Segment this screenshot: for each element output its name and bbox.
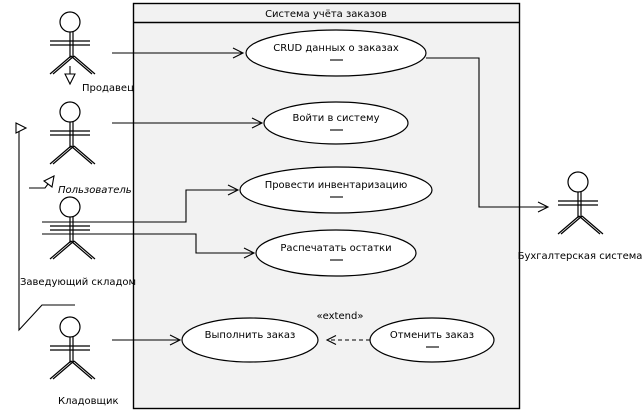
stick-figure-icon — [49, 316, 96, 380]
use-case-execute-label: Выполнить заказ — [205, 330, 296, 341]
actor-buhsystema[interactable]: Бухгалтерская система — [518, 171, 643, 262]
actor-kladovshik[interactable]: Кладовщик — [49, 316, 119, 407]
use-case-print-label: Распечатать остатки — [280, 243, 391, 254]
extend-stereotype-label: «extend» — [317, 311, 364, 322]
actor-polzovatel[interactable]: Пользователь — [49, 101, 132, 196]
actor-buhsystema-label: Бухгалтерская система — [518, 251, 643, 262]
use-case-cancel[interactable]: Отменить заказ — [369, 317, 495, 363]
relations-layer: «extend» — [15, 47, 550, 346]
use-case-execute[interactable]: Выполнить заказ — [181, 317, 319, 363]
use-case-crud[interactable]: CRUD данных о заказах — [245, 29, 427, 77]
generalization-zaveduyushiy-polzovatel — [29, 175, 55, 189]
actor-prodavec-label: Продавец — [82, 83, 134, 94]
stick-figure-icon — [557, 171, 604, 235]
association-zaveduyushiy-inventory — [42, 184, 240, 223]
association-zaveduyushiy-print — [42, 233, 256, 259]
actors-layer: Продавец Пользователь — [20, 11, 643, 407]
stick-figure-icon — [49, 11, 96, 75]
use-case-login-label: Войти в систему — [293, 113, 380, 124]
stick-figure-icon — [49, 101, 96, 165]
use-case-inventory[interactable]: Провести инвентаризацию — [239, 166, 433, 214]
use-case-cancel-label: Отменить заказ — [390, 330, 474, 341]
use-case-crud-label: CRUD данных о заказах — [273, 43, 399, 54]
use-case-print[interactable]: Распечатать остатки — [255, 229, 417, 277]
actor-kladovshik-label: Кладовщик — [58, 396, 119, 407]
system-boundary-title: Система учёта заказов — [265, 9, 387, 20]
actor-polzovatel-label: Пользователь — [58, 185, 132, 196]
use-cases-layer: CRUD данных о заказах Войти в систему Пр… — [181, 29, 495, 363]
actor-zaveduyushiy-label: Заведующий складом — [20, 277, 136, 288]
generalization-kladovshik-polzovatel — [15, 122, 75, 332]
actor-prodavec[interactable]: Продавец — [49, 11, 134, 94]
use-case-inventory-label: Провести инвентаризацию — [265, 180, 408, 191]
stick-figure-icon — [49, 196, 96, 260]
association-crud-buhsystema — [426, 57, 550, 213]
actor-zaveduyushiy[interactable]: Заведующий складом — [20, 196, 136, 288]
use-case-login[interactable]: Войти в систему — [263, 101, 409, 145]
